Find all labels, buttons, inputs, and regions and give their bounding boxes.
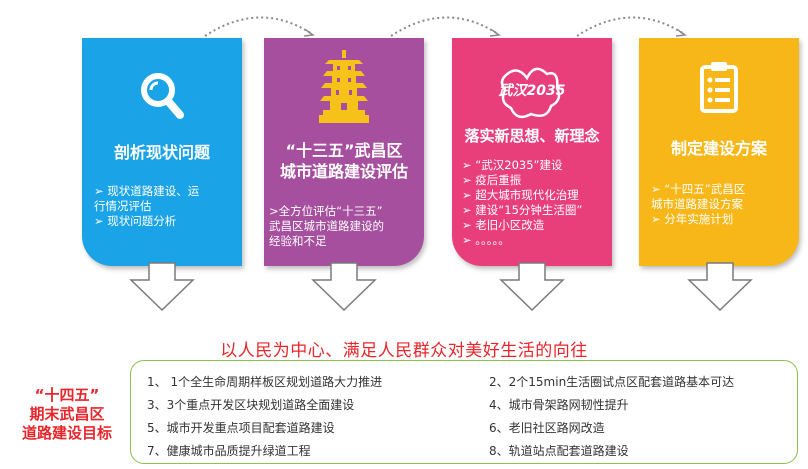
- list-item: 经验和不足: [269, 234, 327, 248]
- goal-item: 1、 1个全生命周期样板区规划道路大力推进: [147, 375, 383, 389]
- connector-arc-1: [204, 16, 316, 37]
- down-arrow-icon: [311, 262, 377, 312]
- list-item: ➢ 分年实施计划: [651, 212, 734, 226]
- card-items: ➢ “武汉2035”建设 ➢ 疫后重振 ➢ 超大城市现代化治理 ➢ 建设“15分…: [462, 158, 606, 248]
- down-arrow-icon: [687, 262, 753, 312]
- goal-item: 8、轨道站点配套道路建设: [489, 444, 629, 458]
- list-item: 行情况评估: [94, 199, 152, 213]
- connector-arc-2: [390, 16, 502, 37]
- list-item: ➢ 疫后重振: [462, 173, 522, 187]
- list-item: ➢ “十四五”武昌区: [651, 182, 746, 196]
- card-13th-five-year-assessment: “十三五”武昌区 城市道路建设评估 >全方位评估“十三五” 武昌区城市道路建设的…: [264, 38, 424, 266]
- clipboard-list-icon: [700, 62, 738, 113]
- card-new-concepts: 武汉2035 落实新思想、新理念 ➢ “武汉2035”建设 ➢ 疫后重振 ➢ 超…: [452, 38, 612, 266]
- card-items: ➢ “十四五”武昌区 城市道路建设方案 ➢ 分年实施计划: [651, 182, 793, 227]
- goals-label: “十四五” 期末武昌区 道路建设目标: [8, 386, 126, 443]
- goal-item: 5、城市开发重点项目配套道路建设: [147, 421, 335, 435]
- list-item: ➢ 建设“15分钟生活圈”: [462, 203, 583, 217]
- pagoda-icon: [319, 50, 369, 123]
- card-items: >全方位评估“十三五” 武昌区城市道路建设的 经验和不足: [269, 204, 418, 249]
- goals-label-line: “十四五”: [34, 386, 100, 404]
- goal-item: 6、老旧社区路网改造: [489, 421, 605, 435]
- connector-arc-3: [576, 16, 688, 37]
- list-item: 城市道路建设方案: [651, 197, 743, 211]
- logo-text: 武汉2035: [498, 83, 566, 99]
- magnifier-icon: [141, 73, 184, 119]
- list-item: ➢ 老旧小区改造: [462, 218, 545, 232]
- goals-box: 1、 1个全生命周期样板区规划道路大力推进 2、2个15min生活圈试点区配套道…: [130, 360, 798, 464]
- card-title: 制定建设方案: [670, 139, 767, 158]
- card-construction-plan: 制定建设方案 ➢ “十四五”武昌区 城市道路建设方案 ➢ 分年实施计划: [639, 38, 799, 266]
- card-items: ➢ 现状道路建设、运 行情况评估 ➢ 现状问题分析: [94, 184, 236, 229]
- goal-item: 3、3个重点开发区块规划道路全面建设: [147, 398, 355, 412]
- list-item: ➢ 超大城市现代化治理: [462, 188, 579, 202]
- card-analyze-status: 剖析现状问题 ➢ 现状道路建设、运 行情况评估 ➢ 现状问题分析: [82, 38, 242, 266]
- list-item: ➢ 现状道路建设、运: [94, 184, 200, 198]
- card-title: “十三五”武昌区 城市道路建设评估: [264, 140, 424, 182]
- goal-item: 2、2个15min生活圈试点区配套道路基本可达: [489, 375, 735, 389]
- card-title: 剖析现状问题: [113, 143, 210, 162]
- down-arrow-icon: [499, 262, 565, 312]
- down-arrow-icon: [129, 262, 195, 312]
- goals-label-line: 期末武昌区: [29, 405, 105, 423]
- card-title-line: “十三五”武昌区: [285, 141, 403, 160]
- list-item: ➢ “武汉2035”建设: [462, 158, 563, 172]
- list-item: ➢ 现状问题分析: [94, 214, 177, 228]
- goal-item: 4、城市骨架路网韧性提升: [489, 398, 629, 412]
- list-item: ➢ 。。。。。: [462, 233, 510, 247]
- card-title-line: 城市道路建设评估: [279, 162, 408, 181]
- list-item: 武昌区城市道路建设的: [269, 219, 384, 233]
- wuhan-2035-logo: 武汉2035: [497, 56, 567, 126]
- goals-label-line: 道路建设目标: [21, 424, 112, 442]
- slogan: 以人民为中心、满足人民群众对美好生活的向往: [220, 341, 588, 361]
- card-title: 落实新思想、新理念: [464, 127, 600, 145]
- list-item: >全方位评估“十三五”: [269, 204, 383, 218]
- goal-item: 7、健康城市品质提升绿道工程: [147, 444, 311, 458]
